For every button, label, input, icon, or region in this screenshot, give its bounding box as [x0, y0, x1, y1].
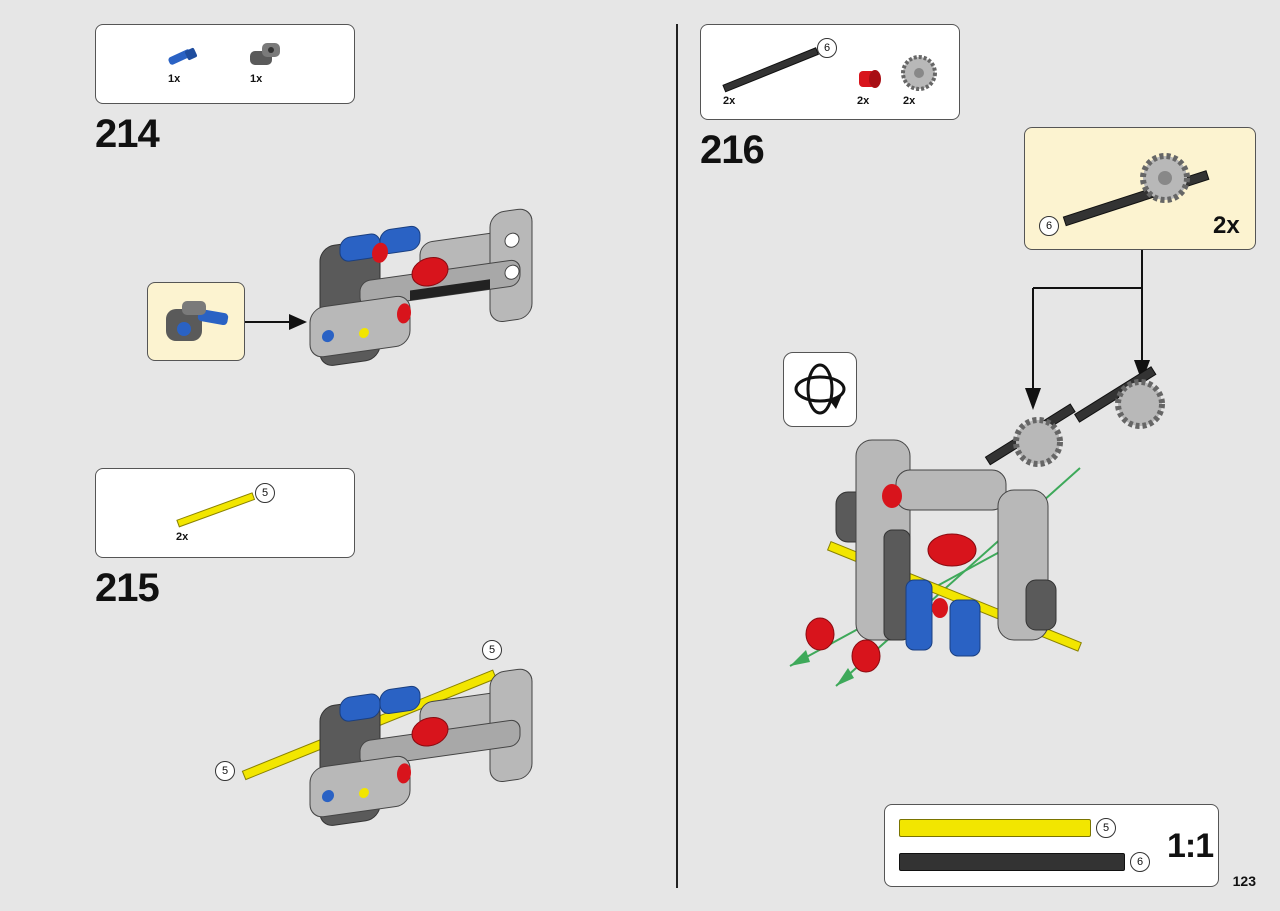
- ruler-length-badge: 5: [1096, 818, 1116, 838]
- connector-with-pin-icon: [166, 301, 229, 341]
- yellow-axle-icon: [176, 492, 256, 528]
- step-number: 216: [700, 128, 765, 172]
- page-divider: [676, 24, 678, 888]
- rotate-icon: [794, 363, 846, 415]
- assembly-model-216: [789, 366, 1165, 687]
- axle-length-callout: 5: [215, 761, 235, 781]
- subassembly-callout-214: [147, 282, 245, 361]
- axle-length-callout: 5: [482, 640, 502, 660]
- axle-length-badge: 5: [255, 483, 275, 503]
- part-qty: 2x: [857, 95, 870, 107]
- red-bush-icon: [859, 70, 881, 88]
- assembly-model-214: [309, 208, 533, 366]
- scale-label: 1:1: [1167, 827, 1214, 865]
- assembly-arrow: [245, 314, 307, 330]
- subassembly-multiplier: 2x: [1213, 212, 1240, 239]
- scale-ruler-box: 5 6 1:1: [884, 804, 1219, 887]
- page-number: 123: [1232, 873, 1256, 889]
- step-number: 215: [95, 566, 160, 610]
- part-qty: 2x: [176, 531, 189, 543]
- axle-length-badge: 6: [817, 38, 837, 58]
- step-number: 214: [95, 112, 160, 156]
- axle-length-badge: 6: [1039, 216, 1059, 236]
- black-axle-ruler: [899, 853, 1125, 871]
- rotate-model-icon-box: [783, 352, 857, 427]
- black-axle-icon: [722, 47, 819, 93]
- parts-list-215: 5 2x: [95, 468, 355, 558]
- dark-gray-connector-icon: [250, 43, 280, 65]
- callout-arrows: [1025, 250, 1150, 410]
- parts-list-216: 6 2x 2x 2x: [700, 24, 960, 120]
- parts-list-214: 1x 1x: [95, 24, 355, 104]
- ruler-length-badge: 6: [1130, 852, 1150, 872]
- part-qty: 1x: [168, 73, 181, 85]
- part-qty: 1x: [250, 73, 263, 85]
- part-qty: 2x: [723, 95, 736, 107]
- gear-on-axle-icon: [1062, 153, 1210, 227]
- part-qty: 2x: [903, 95, 916, 107]
- subassembly-callout-216: 6 2x: [1024, 127, 1256, 250]
- assembly-model-215: [241, 668, 533, 826]
- yellow-axle-ruler: [899, 819, 1091, 837]
- blue-axle-pin-icon: [168, 48, 197, 65]
- red-bush-loose: [805, 617, 881, 673]
- gear-icon: [901, 55, 937, 91]
